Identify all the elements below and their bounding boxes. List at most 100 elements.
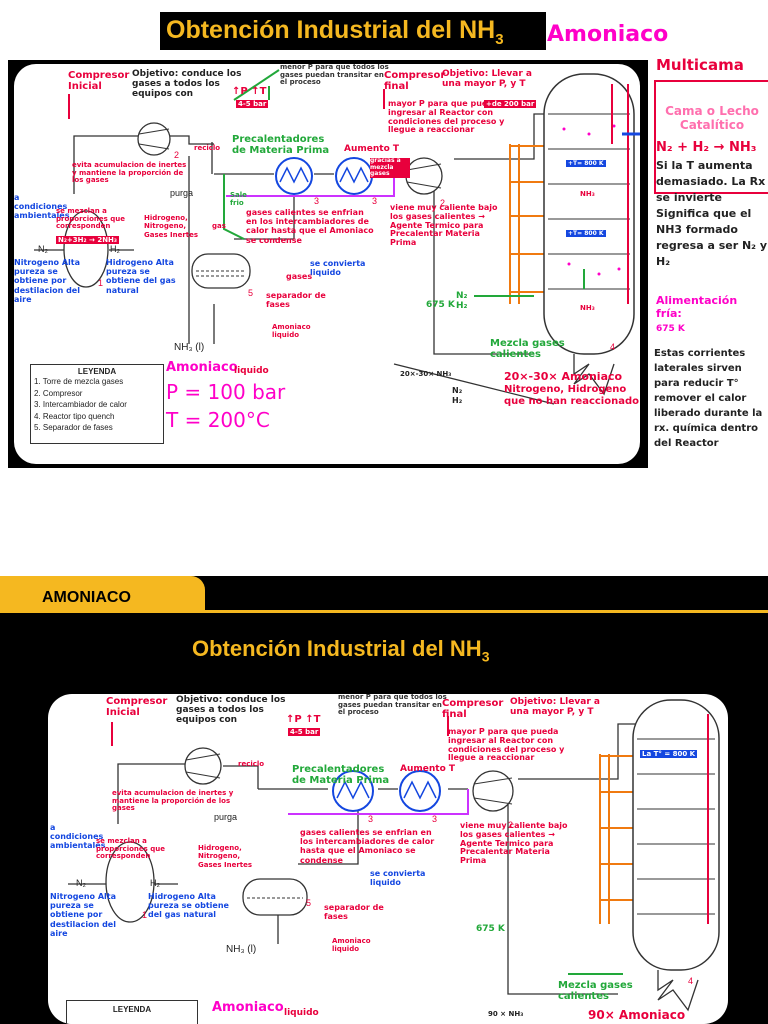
s2-num5: 5 bbox=[306, 898, 312, 908]
process-diagram-1 bbox=[34, 69, 640, 405]
s2-liquido: liquido bbox=[284, 1008, 319, 1018]
compressor-1b bbox=[184, 747, 222, 785]
legend-item-1: 1. Torre de mezcla gases bbox=[34, 377, 124, 386]
s2-gases-list: Hidrogeno, Nitrogeno, Gases Inertes bbox=[198, 844, 253, 869]
label-alim-gas: 675 K bbox=[656, 324, 685, 334]
label-precalentadores: Precalentadores de Materia Prima bbox=[232, 134, 330, 156]
slide2-title: Obtención Industrial del NH3 bbox=[192, 636, 489, 664]
compressor-2b bbox=[472, 770, 514, 812]
label-t800-1: +T= 800 K bbox=[566, 160, 606, 167]
label-pct1: 20×-30× NH₃ bbox=[400, 370, 452, 378]
label-nit-hid: Nitrogeno, Hidrogeno que no han reaccion… bbox=[504, 384, 639, 407]
s2-num3b: 3 bbox=[432, 814, 438, 824]
slide1-title-bar bbox=[160, 12, 546, 50]
s2-num1: 1 bbox=[142, 910, 148, 920]
label-gas: gas bbox=[212, 222, 226, 230]
s2-gases-calientes: gases calientes se enfrian en los interc… bbox=[300, 828, 435, 865]
label-pct-big: 20×-30× Amoniaco bbox=[504, 370, 623, 383]
label-num1: 1 bbox=[98, 278, 104, 288]
label-num2b: 2 bbox=[440, 198, 446, 208]
reactor-coil-2 bbox=[657, 970, 699, 1012]
s2-evita: evita acumulacion de inertes y mantiene … bbox=[112, 789, 234, 813]
label-reaction: N₂ + H₂ → NH₃ bbox=[656, 140, 757, 155]
s2-reciclo: reciclo bbox=[238, 760, 265, 768]
slide1-title: Obtención Industrial del NH3 bbox=[166, 16, 504, 48]
label-se-mezclan: se mezclan a proporciones que correspond… bbox=[56, 207, 125, 231]
s2-num2: 2 bbox=[508, 820, 514, 830]
legend-title: LEYENDA bbox=[77, 367, 117, 376]
label-gases-calientes: gases calientes se enfrian en los interc… bbox=[246, 208, 374, 245]
s2-separador: separador de fases bbox=[324, 903, 384, 921]
label-cama: Cama o Lecho Catalítico bbox=[665, 104, 759, 133]
slide2-title-text: Obtención Industrial del NH bbox=[192, 636, 482, 661]
s2-t800: La T° = 800 K bbox=[640, 750, 698, 758]
s2-purga: purga bbox=[214, 812, 238, 822]
s2-num3a: 3 bbox=[368, 814, 374, 824]
label-675k: 675 K bbox=[426, 300, 455, 310]
label-si-temp: Si la T aumenta demasiado. La Rx se invi… bbox=[656, 159, 767, 268]
s2-nh3-l: NH₃ (l) bbox=[226, 944, 257, 955]
label-compresor-final: Compresor final bbox=[384, 70, 446, 92]
label-bar45: 4-5 bar bbox=[236, 100, 269, 108]
label-evita: evita acumulacion de inertes y mantiene … bbox=[72, 161, 187, 185]
label-h2: H₂ bbox=[110, 244, 120, 254]
s2-viene: viene muy caliente bajo los gases calien… bbox=[460, 821, 568, 866]
heat-exchanger-2b bbox=[399, 770, 441, 812]
s2-up-p: ↑P ↑T bbox=[286, 714, 321, 725]
mixing-tower-2 bbox=[105, 841, 155, 923]
s2-legend-box: LEYENDA bbox=[66, 1000, 198, 1024]
process-diagram-2 bbox=[68, 699, 720, 1012]
label-gases-sep: gases bbox=[286, 272, 313, 281]
legend-item-4: 4. Reactor tipo quench bbox=[34, 411, 115, 421]
label-multicama: Multicama bbox=[656, 56, 744, 74]
slide-2: AMONIACO Obtención Industrial del NH3 bbox=[0, 576, 768, 1024]
orange-feeds-2 bbox=[599, 754, 638, 924]
label-num3a: 3 bbox=[314, 196, 320, 206]
red-arrows bbox=[68, 84, 629, 304]
label-nh3-l: NH₃ (l) bbox=[174, 342, 205, 353]
label-sale-frio: Sale frio bbox=[230, 191, 247, 207]
s2-condiciones: a condiciones ambientales bbox=[50, 823, 106, 850]
pink-pipe-2 bbox=[288, 789, 469, 815]
label-menor-p: menor P para que todos los gases puedan … bbox=[280, 64, 389, 87]
legend-box: LEYENDA 1. Torre de mezcla gases 2. Comp… bbox=[30, 364, 164, 444]
s2-bar45: 4-5 bar bbox=[288, 728, 321, 736]
reactor-vessel-2 bbox=[632, 699, 720, 971]
label-gracias: gracias a mezcla gases bbox=[370, 157, 410, 178]
label-separador: separador de fases bbox=[266, 291, 326, 309]
compressor-2 bbox=[405, 157, 443, 195]
legend-item-3: 3. Intercambiador de calor bbox=[34, 400, 127, 410]
s2-precalentadores: Precalentadores de Materia Prima bbox=[292, 764, 390, 786]
label-estas: Estas corrientes laterales sirven para r… bbox=[654, 348, 763, 449]
label-objetivo-2: Objetivo: Llevar a una mayor P, y T bbox=[442, 69, 532, 89]
label-n2: N₂ bbox=[38, 244, 48, 254]
slide2-header-tab bbox=[0, 576, 205, 612]
label-num3b: 3 bbox=[372, 196, 378, 206]
s2-se-mezclan: se mezclan a proporciones que correspond… bbox=[96, 837, 165, 861]
slide2-diagram-card: Compresor Inicial Objetivo: conduce los … bbox=[48, 694, 728, 1024]
label-mezcla: Mezcla gases calientes bbox=[490, 338, 565, 360]
label-compresor-inicial: Compresor Inicial bbox=[68, 70, 130, 92]
label-nh3-r2: NH₃ bbox=[580, 304, 595, 312]
s2-amoniaco-liq: Amoniaco liquido bbox=[332, 937, 371, 953]
reactor-coil bbox=[573, 354, 615, 396]
reactor-beds bbox=[548, 113, 630, 290]
label-amoniaco-liq: Amoniaco liquido bbox=[272, 323, 311, 339]
s2-mezcla: Mezcla gases calientes bbox=[558, 980, 633, 1002]
reactor-bed-dots bbox=[562, 124, 621, 276]
s2-pct2-small: 90 × NH₃ bbox=[488, 1010, 524, 1018]
separator-vessel-2 bbox=[242, 878, 308, 916]
label-liquido: liquido bbox=[234, 366, 269, 376]
heat-exchanger-2 bbox=[335, 157, 373, 195]
legend-item-2: 2. Compresor bbox=[34, 388, 83, 398]
s2-h2: H₂ bbox=[150, 878, 160, 888]
label-aumento: Aumento T bbox=[344, 144, 400, 154]
slide1-title-text: Obtención Industrial del NH bbox=[166, 16, 496, 44]
s2-legend-title: LEYENDA bbox=[112, 1005, 152, 1014]
label-nh3-r1: NH₃ bbox=[580, 190, 595, 198]
s2-nitrogeno: Nitrogeno Alta pureza se obtiene por des… bbox=[50, 892, 116, 938]
s2-compresor-inicial: Compresor Inicial bbox=[106, 696, 168, 718]
s2-n2: N₂ bbox=[76, 878, 86, 888]
s2-amoniaco-hand: Amoniaco bbox=[212, 1000, 284, 1015]
